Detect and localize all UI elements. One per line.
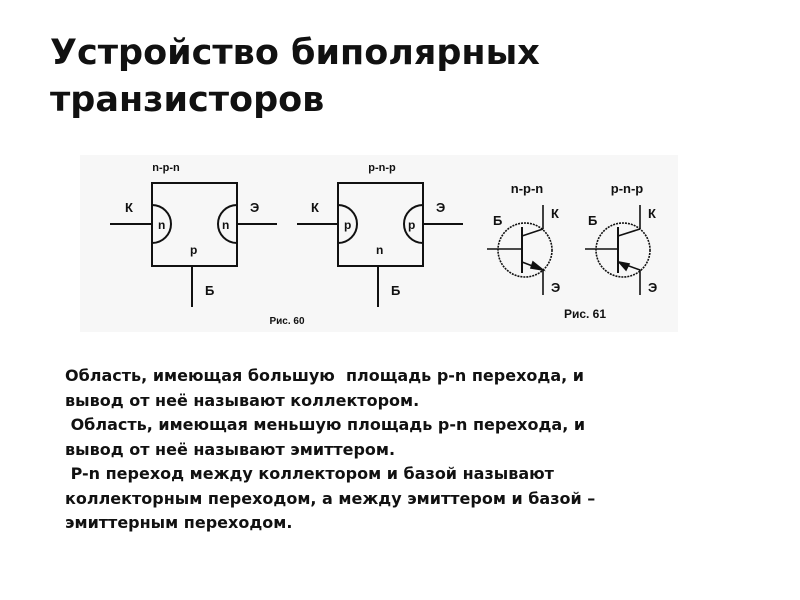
title-line-2: транзисторов xyxy=(50,80,325,120)
pnp-symbol-base: Б xyxy=(588,213,597,228)
npn-label: n-p-n xyxy=(152,162,180,174)
pnp-transistor-symbol: p-n-p Б К Э xyxy=(585,181,657,295)
npn-transistor-symbol: n-p-n Б К Э xyxy=(487,181,560,295)
npn-symbol-collector: К xyxy=(551,206,559,221)
pnp-symbol-label: p-n-p xyxy=(611,181,644,196)
pnp-left-region: p xyxy=(344,218,351,232)
npn-base-label: Б xyxy=(205,283,214,298)
pnp-emitter-label: Э xyxy=(436,200,445,215)
body-line: Область, имеющая меньшую площадь p-n пер… xyxy=(65,415,586,434)
npn-symbol-label: n-p-n xyxy=(511,181,544,196)
npn-emitter-label: Э xyxy=(250,200,259,215)
body-line: P-n переход между коллектором и базой на… xyxy=(65,464,554,483)
pnp-right-region: p xyxy=(408,218,415,232)
pnp-symbol-emitter: Э xyxy=(648,280,657,295)
pnp-symbol-collector: К xyxy=(648,206,656,221)
pnp-label: p-n-p xyxy=(368,162,396,174)
body-line: коллекторным переходом, а между эмиттеро… xyxy=(65,488,596,508)
pnp-collector-label: К xyxy=(311,200,319,215)
npn-collector-label: К xyxy=(125,200,133,215)
figure61-caption: Рис. 61 xyxy=(564,307,606,321)
body-line: вывод от неё называют эмиттером. xyxy=(65,439,396,459)
body-line: Область, имеющая большую площадь p-n пер… xyxy=(65,366,584,385)
npn-structure-diagram: n-p-n n n p К Э Б xyxy=(110,162,277,307)
slide-title: Устройство биполярных транзисторов xyxy=(50,30,540,124)
pnp-base-label: Б xyxy=(391,283,400,298)
body-line: вывод от неё называют коллектором. xyxy=(65,390,420,410)
npn-left-region: n xyxy=(158,218,165,232)
pnp-structure-diagram: p-n-p p p n К Э Б xyxy=(297,162,463,307)
figure60-caption: Рис. 60 xyxy=(269,316,304,327)
body-line: эмиттерным переходом. xyxy=(65,513,293,532)
npn-symbol-base: Б xyxy=(493,213,502,228)
pnp-middle-region: n xyxy=(376,243,383,257)
transistor-figure: n-p-n n n p К Э Б p-n-p p p n К Э Б Рис.… xyxy=(80,155,678,332)
npn-right-region: n xyxy=(222,218,229,232)
body-text: Область, имеющая большую площадь p-n пер… xyxy=(65,364,745,536)
npn-middle-region: p xyxy=(190,243,197,257)
npn-symbol-emitter: Э xyxy=(551,280,560,295)
title-line-1: Устройство биполярных xyxy=(50,33,540,73)
